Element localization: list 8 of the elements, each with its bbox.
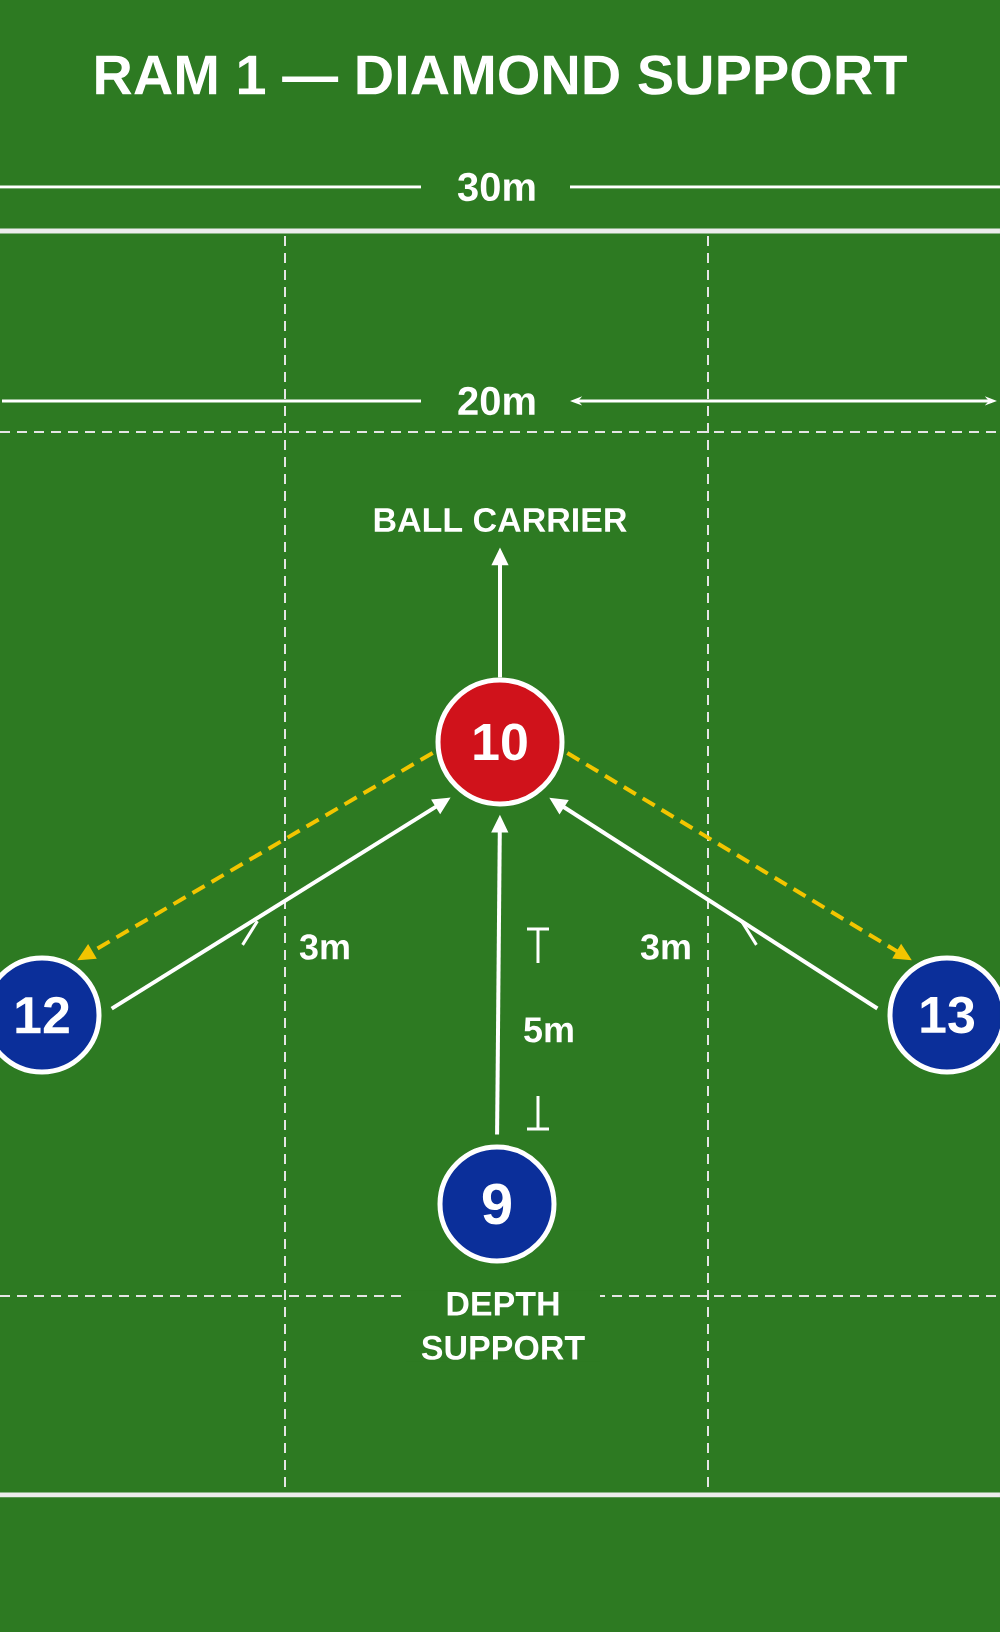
player-caption: DEPTH SUPPORT (406, 1290, 600, 1362)
player-label: BALL CARRIER (374, 507, 627, 532)
dimension-label: 3m (640, 934, 690, 960)
dimension-label: 30m (457, 172, 535, 202)
dimension-label: 5m (524, 1017, 573, 1043)
title: RAM 1 — DIAMOND SUPPORT (96, 55, 907, 95)
dimension-label: 20m (458, 386, 535, 416)
dimension-label: 3m (299, 934, 349, 960)
